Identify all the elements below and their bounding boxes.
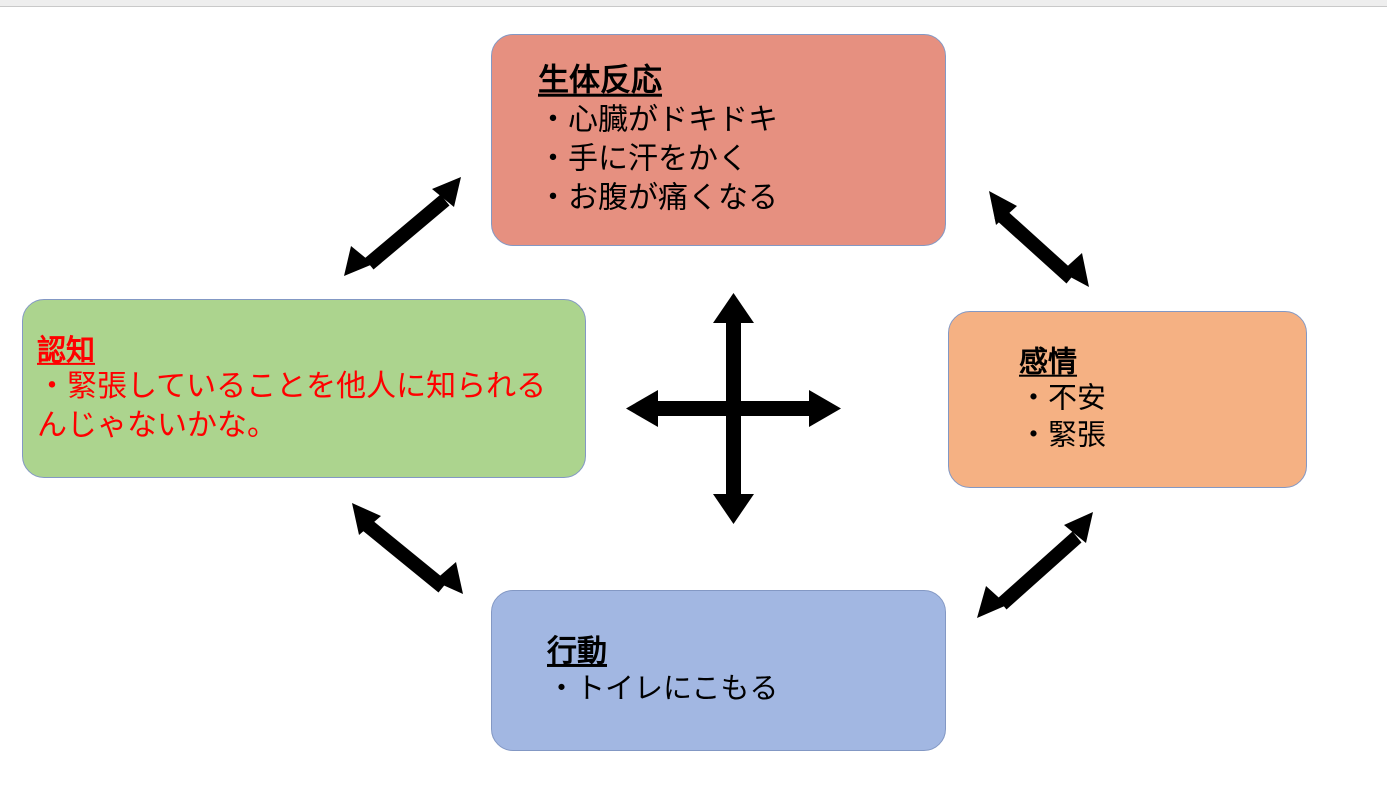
window-top-strip — [0, 0, 1387, 7]
connector-center-vertical — [713, 293, 754, 524]
node-cognition-title: 認知 — [37, 332, 96, 367]
node-bodily-reaction-line-1: ・心臓がドキドキ — [538, 102, 778, 138]
connector-center-horizontal — [626, 390, 841, 427]
connector-bodily-emotion — [989, 191, 1089, 287]
node-bodily-reaction[interactable]: 生体反応 ・心臓がドキドキ ・手に汗をかく ・お腹が痛くなる — [491, 34, 946, 246]
node-behavior-title: 行動 — [547, 633, 607, 669]
node-emotion-content: 感情 ・不安 ・緊張 — [949, 344, 1306, 455]
node-emotion[interactable]: 感情 ・不安 ・緊張 — [948, 311, 1307, 488]
node-bodily-reaction-line-3: ・お腹が痛くなる — [538, 180, 778, 216]
node-emotion-line-1: ・不安 — [1019, 380, 1107, 415]
node-bodily-reaction-line-2: ・手に汗をかく — [538, 141, 748, 177]
node-cognition-content: 認知 ・緊張していることを他人に知られるんじゃないかな。 — [23, 332, 585, 444]
connector-cognition-behavior — [352, 503, 463, 594]
connector-behavior-emotion — [977, 512, 1093, 618]
node-bodily-reaction-content: 生体反応 ・心臓がドキドキ ・手に汗をかく ・お腹が痛くなる — [492, 63, 945, 218]
node-cognition-line-1: ・緊張していることを他人に知られるんじゃないかな。 — [37, 368, 547, 443]
node-behavior-line-1: ・トイレにこもる — [547, 670, 779, 705]
node-behavior[interactable]: 行動 ・トイレにこもる — [491, 590, 946, 751]
node-bodily-reaction-title: 生体反応 — [538, 62, 662, 99]
connector-cognition-bodily — [344, 177, 461, 276]
node-emotion-line-2: ・緊張 — [1019, 418, 1107, 453]
node-cognition[interactable]: 認知 ・緊張していることを他人に知られるんじゃないかな。 — [22, 299, 586, 478]
node-emotion-title: 感情 — [1019, 344, 1078, 379]
node-behavior-content: 行動 ・トイレにこもる — [492, 633, 945, 707]
